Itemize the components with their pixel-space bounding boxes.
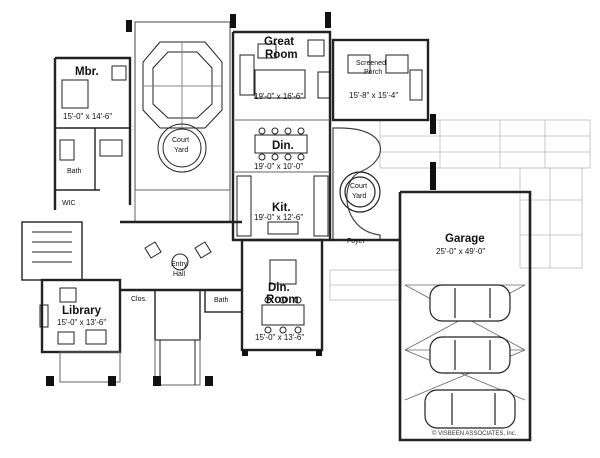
foyer-label: Foyer [347,238,365,245]
entry-hall-label-line1: Entry [171,261,188,268]
great-room-label-line1: Great [264,36,295,48]
dining-dims: 19'-0" x 10'-0" [254,162,304,171]
great-room-dims: 19'-0" x 16'-6" [254,92,304,101]
bath-label: Bath [67,168,82,175]
court-yard-2-label-line1: Court [350,183,368,190]
kitchen-dims: 19'-0" x 12'-6" [254,213,304,222]
great-room-label-line2: Room [265,49,298,61]
screened-porch-dims: 15'-8" x 15'-4" [349,91,399,100]
garage-label: Garage [445,233,485,245]
mbr-dims: 15'-0" x 14'-6" [63,112,113,121]
master-wing-walls [53,56,132,210]
screened-porch-label-line2: Porch [364,69,383,76]
dining-room-label-line1: Din. [268,282,290,294]
bath2-label: Bath [214,297,229,304]
kitchen-label: Kit. [272,202,291,214]
wall-posts [46,12,436,386]
mbr-label: Mbr. [75,66,99,78]
screened-porch-walls [331,38,430,122]
dining-label: Din. [272,140,294,152]
copyright-text: © VISBEEN ASSOCIATES, Inc. [432,431,517,437]
library-label: Library [62,305,101,317]
courtyard-two [332,127,382,241]
entry-hall-label-line2: Hall [173,271,186,278]
garage-walls [398,190,532,442]
screened-porch-label-line1: Screened [356,60,386,67]
court-yard-2-label-line2: Yard [352,193,367,200]
court-yard-1-label-line2: Yard [174,147,189,154]
dining-room-dims: 15'-0" x 13'-6" [255,333,305,342]
courtyard-one [134,21,231,223]
entry-hall-walls [120,220,243,341]
garage-dims: 25'-0" x 49'-0" [436,247,486,256]
library-dims: 15'-0" x 13'-6" [57,318,107,327]
dining-room-label-line2: Room [266,294,299,306]
closet-label: Clos. [131,296,147,303]
great-room-furniture [236,39,329,237]
wic-label: WIC [62,200,76,207]
garage-cars [424,284,516,429]
court-yard-1-label-line1: Court [172,137,190,144]
